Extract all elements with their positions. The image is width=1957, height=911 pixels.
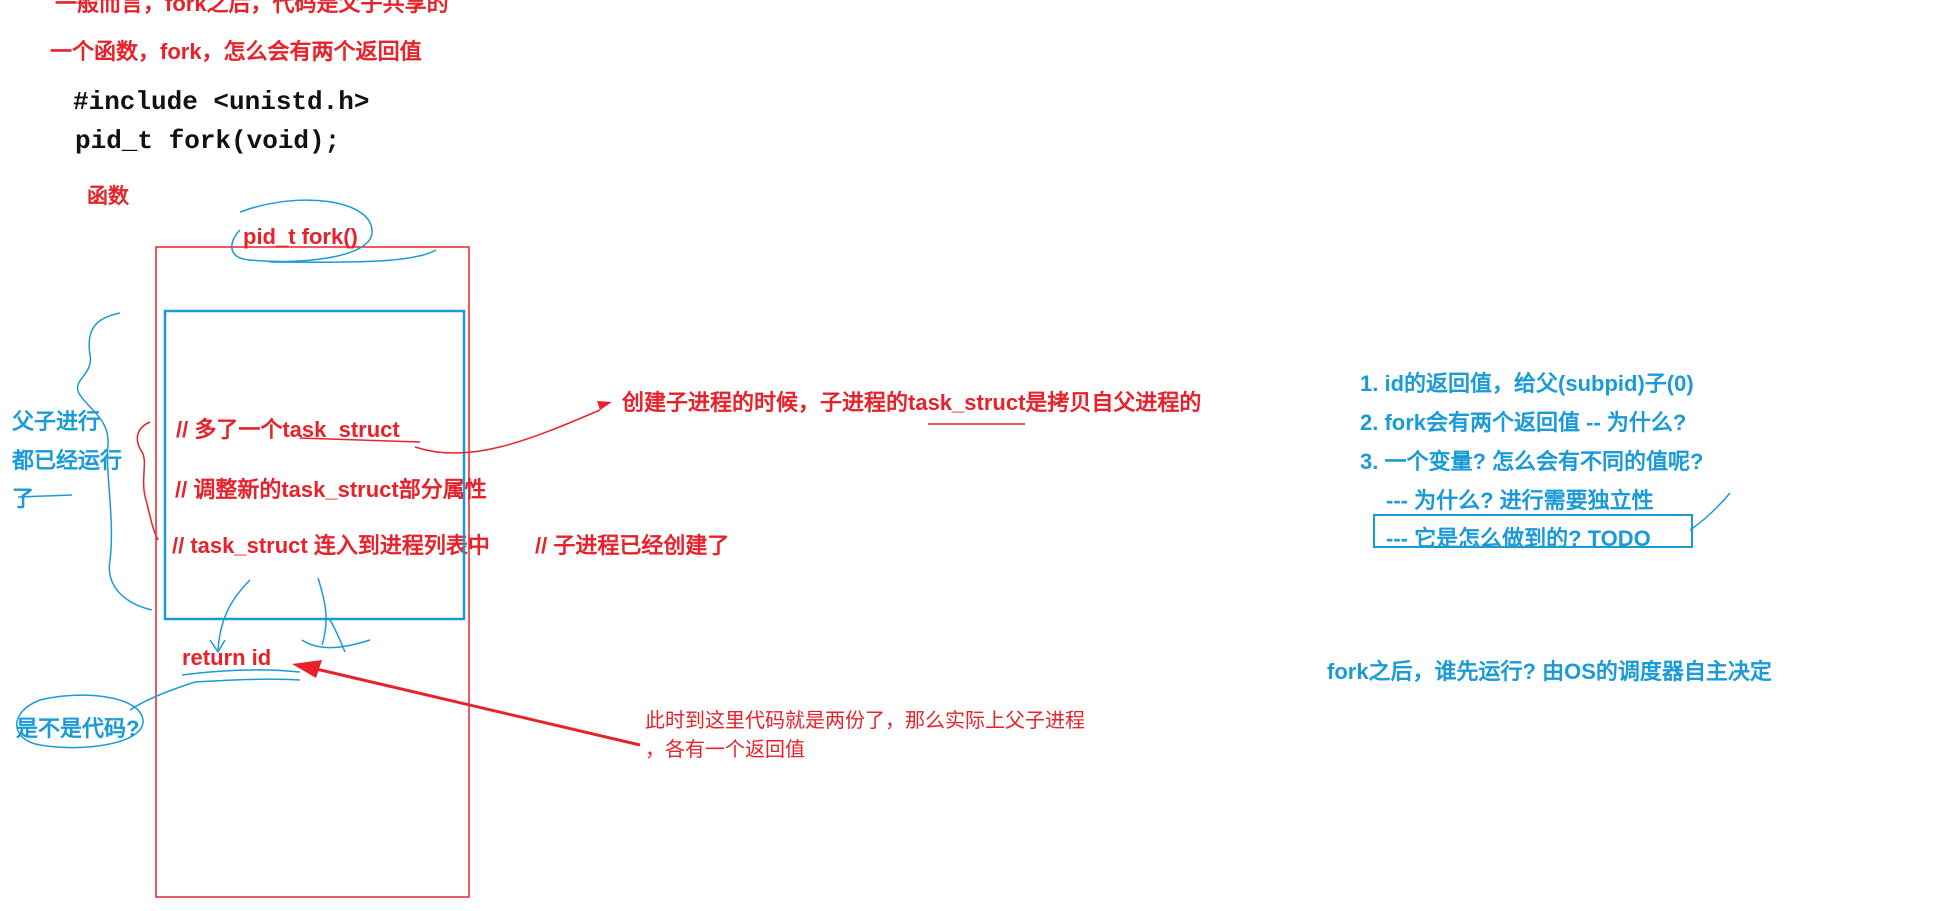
arrow-head-return xyxy=(292,660,322,678)
todo-box-tail xyxy=(1689,492,1731,531)
body-line-link-process-list: // task_struct 连入到进程列表中 xyxy=(172,533,490,558)
left-question-circle xyxy=(16,694,144,749)
return-to-question-line xyxy=(129,681,196,711)
arrow-to-copy-annotation xyxy=(414,409,601,454)
return-statement: return id xyxy=(182,645,272,670)
function-frame xyxy=(155,246,470,898)
code-include: #include <unistd.h> xyxy=(73,87,370,117)
arrow-to-return-left xyxy=(217,579,251,651)
arrow-to-return-left-head xyxy=(209,639,226,654)
annotation-two-copies-line1: 此时到这里代码就是两份了，那么实际上父子进程 xyxy=(645,710,1085,732)
todo-box xyxy=(1373,514,1693,548)
return-underline xyxy=(181,669,301,683)
left-note-line3: 了 xyxy=(12,486,35,511)
left-note-line1: 父子进行 xyxy=(12,409,101,434)
question-title: 一个函数，fork，怎么会有两个返回值 xyxy=(50,39,422,64)
right-list-item-2: 2. fork会有两个返回值 -- 为什么? xyxy=(1360,410,1687,435)
body-line-adjust-attributes: // 调整新的task_struct部分属性 xyxy=(175,477,487,502)
annotation-two-copies-line2: ，各有一个返回值 xyxy=(645,739,805,761)
right-list-item-3a: --- 为什么? 进行需要独立性 xyxy=(1386,488,1654,513)
left-note-underline xyxy=(17,494,73,498)
right-list-item-1: 1. id的返回值，给父(subpid)子(0) xyxy=(1360,371,1694,396)
blue-curly-brace xyxy=(76,312,153,611)
function-label: 函数 xyxy=(87,185,129,208)
body-line-add-task-struct: // 多了一个task_struct xyxy=(176,417,400,442)
arrow-to-return-right xyxy=(317,577,327,646)
annotation-task-struct-copy: 创建子进程的时候，子进程的task_struct是拷贝自父进程的 xyxy=(622,390,1202,415)
body-line-child-created: // 子进程已经创建了 xyxy=(535,533,730,558)
code-signature: pid_t fork(void); xyxy=(75,126,341,156)
arrow-head-copy xyxy=(597,401,612,410)
arrow-to-return-right-head xyxy=(301,619,371,653)
function-name: pid_t fork() xyxy=(243,224,358,249)
left-note-line2: 都已经运行 xyxy=(12,448,123,473)
fork-name-circle xyxy=(231,199,437,263)
red-bracket xyxy=(136,421,159,541)
left-question: 是不是代码? xyxy=(16,716,140,741)
top-cut-text: 一般而言，fork之后，代码是父子共享的 xyxy=(55,0,449,16)
function-body-box xyxy=(163,309,466,621)
task-struct-underline xyxy=(299,437,421,443)
arrow-to-return-id xyxy=(311,666,641,747)
scheduler-note: fork之后，谁先运行? 由OS的调度器自主决定 xyxy=(1327,659,1772,684)
right-list-item-3: 3. 一个变量? 怎么会有不同的值呢? xyxy=(1360,449,1704,474)
